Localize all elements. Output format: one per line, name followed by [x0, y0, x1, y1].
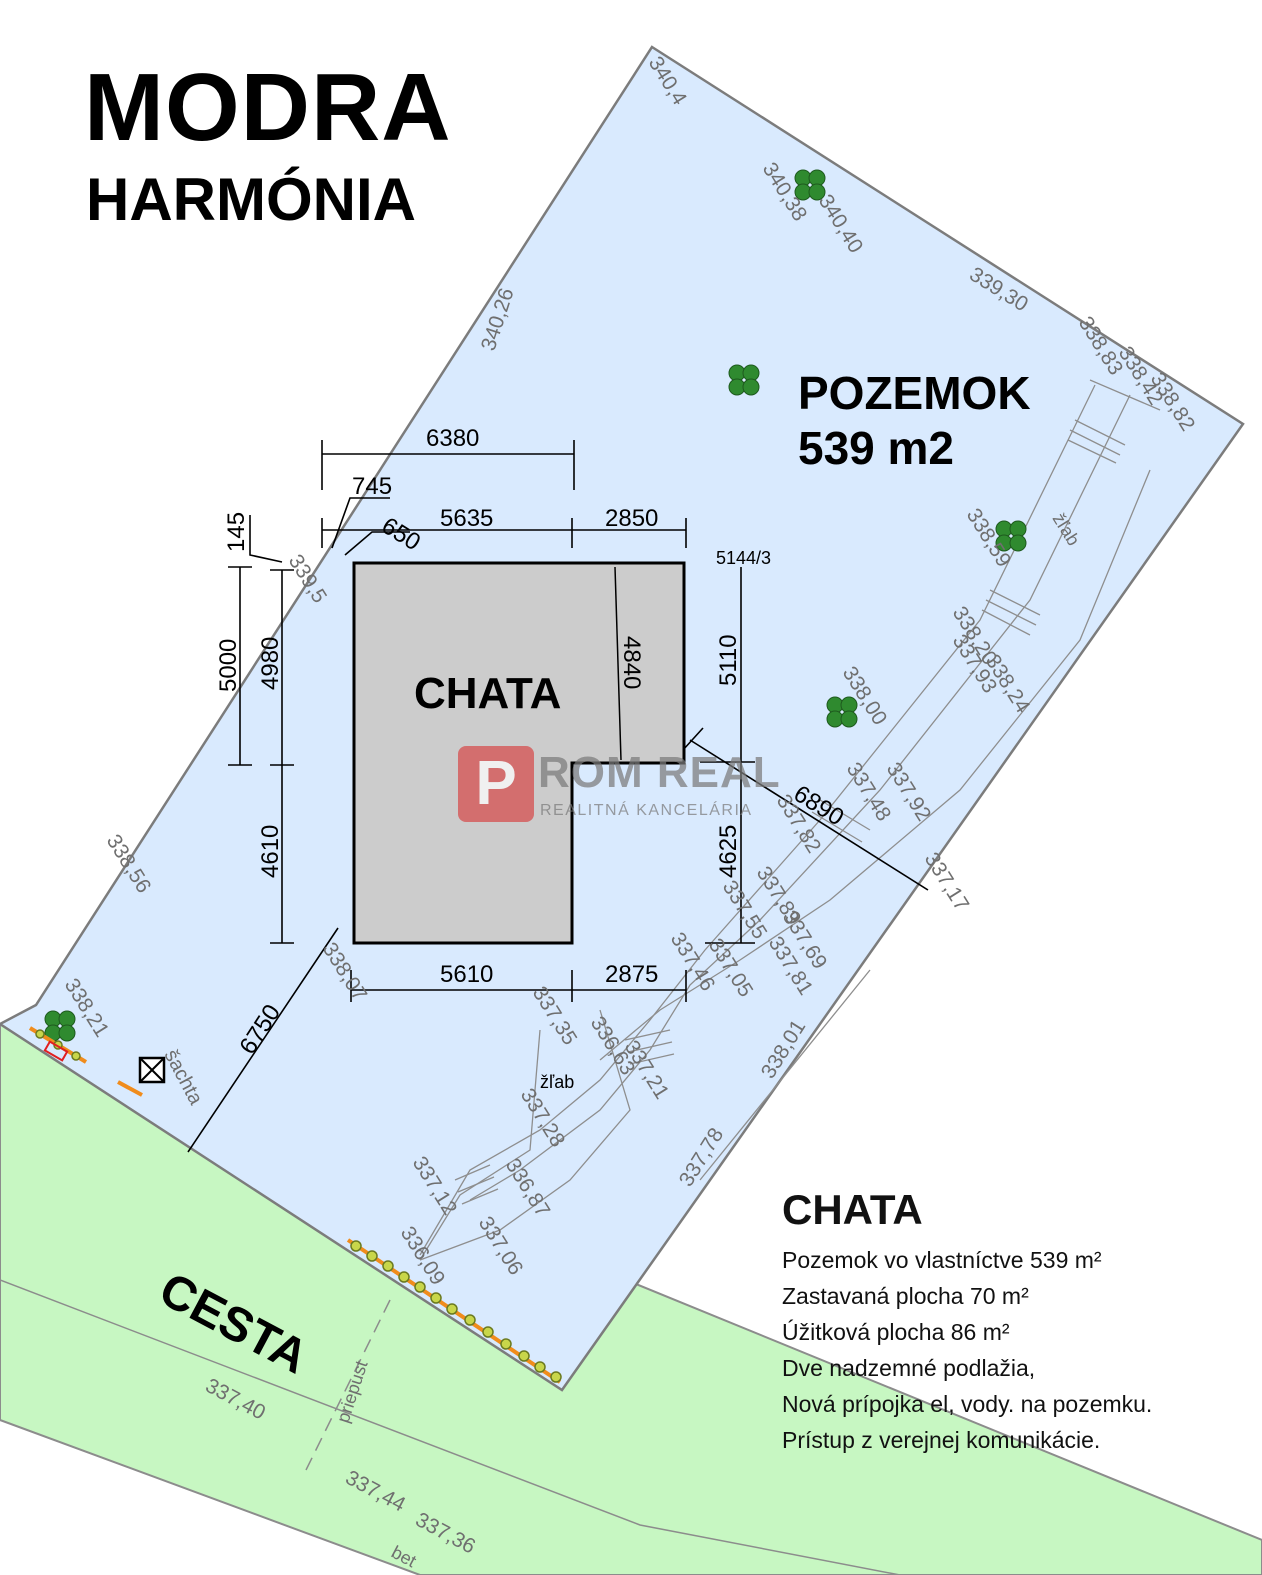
- hedge-row: [28, 1026, 562, 1384]
- tree-4-icon: [826, 696, 858, 728]
- dim-label: 4840: [618, 636, 645, 689]
- dimension-lines: [187, 440, 929, 1153]
- watermark-name: ROM REAL: [538, 748, 781, 797]
- info-line: Dve nadzemné podlažia,: [782, 1355, 1036, 1381]
- plot-area: 539 m2: [798, 422, 955, 475]
- plot-name: POZEMOK: [798, 367, 1031, 419]
- dim-label: 4980: [257, 637, 284, 690]
- dim-label: 5635: [440, 505, 493, 532]
- building-inner-wall: [614, 566, 622, 761]
- plot-label: POZEMOK 539 m2: [798, 366, 1031, 476]
- dim-label: 4610: [257, 825, 284, 878]
- tree-2-icon: [728, 364, 760, 396]
- terrain-lines: [419, 379, 1161, 1261]
- info-title: CHATA: [782, 1186, 923, 1233]
- info-line: Pozemok vo vlastníctve 539 m²: [782, 1247, 1102, 1273]
- info-line: Úžitková plocha 86 m²: [782, 1319, 1010, 1345]
- info-panel: CHATA Pozemok vo vlastníctve 539 m² Zast…: [782, 1186, 1152, 1458]
- dim-label: 2850: [605, 505, 658, 532]
- dim-label: 5000: [215, 639, 242, 692]
- trees: [44, 169, 1027, 1042]
- step-marks: [454, 419, 1126, 1205]
- shaft-icon: [138, 1056, 166, 1084]
- dim-label: 5110: [715, 634, 742, 686]
- info-line: Zastavaná plocha 70 m²: [782, 1283, 1029, 1309]
- watermark-logo-icon: P: [458, 746, 534, 822]
- dim-label: 5610: [440, 961, 493, 988]
- building-label: CHATA: [414, 669, 561, 718]
- dim-label: 2875: [605, 961, 658, 988]
- dim-label: 745: [352, 473, 392, 500]
- tree-1-icon: [794, 169, 826, 201]
- page-subtitle: HARMÓNIA: [86, 166, 416, 233]
- dim-label: 145: [223, 512, 250, 552]
- gutter-label: žľab: [540, 1072, 574, 1092]
- watermark-tagline: REALITNÁ KANCELÁRIA: [540, 802, 753, 819]
- info-line: Nová prípojka el, vody. na pozemku.: [782, 1391, 1153, 1417]
- road-edge-line: [0, 1279, 901, 1575]
- crossing-line: [305, 1299, 391, 1471]
- tree-5-icon: [44, 1010, 76, 1042]
- parcel-number: 5144/3: [716, 548, 771, 568]
- dim-label: 4625: [715, 825, 742, 878]
- watermark-logo: P ROM REAL REALITNÁ KANCELÁRIA: [458, 746, 788, 826]
- page-title: MODRA: [84, 54, 452, 161]
- dim-label: 6380: [426, 425, 479, 452]
- info-line: Prístup z verejnej komunikácie.: [782, 1427, 1101, 1453]
- tree-3-icon: [995, 520, 1027, 552]
- spot-height: 337,17: [920, 848, 974, 915]
